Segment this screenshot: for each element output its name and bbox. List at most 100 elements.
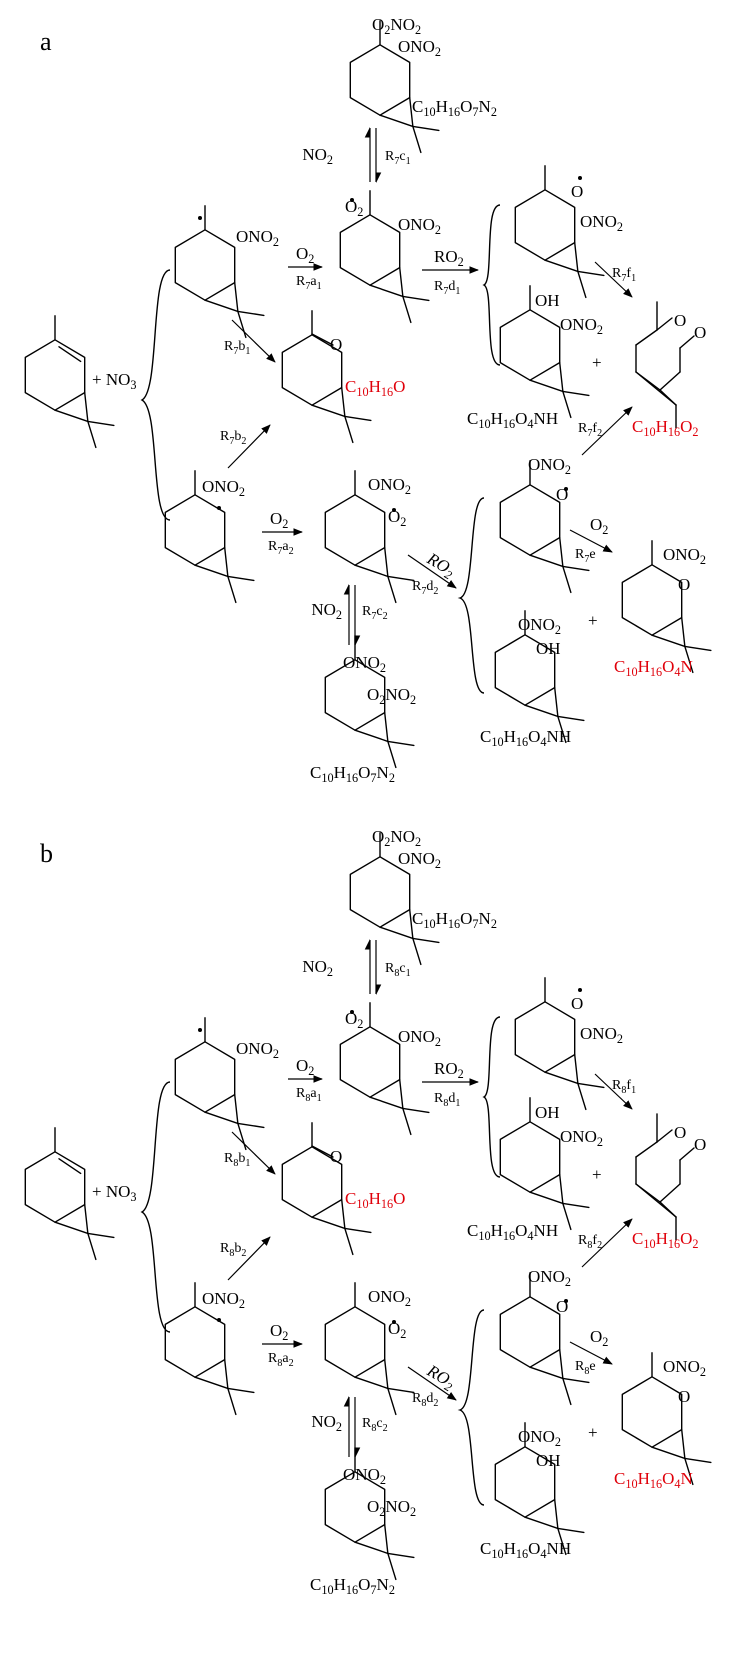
- radical-dot: [392, 508, 396, 512]
- cyclopropane-bond: [379, 114, 414, 128]
- nitrooxy-radical-upper: [174, 205, 265, 339]
- cyclopropane-bond: [399, 1078, 404, 1110]
- ono2-group: ONO2: [560, 1127, 603, 1149]
- cyclopropane-bond: [574, 1053, 579, 1085]
- dinitrate-top-structure: [349, 832, 440, 966]
- condition-no2: NO2: [302, 145, 333, 167]
- condition-label-c2: R8c2: [362, 1416, 388, 1434]
- radical-dot: [217, 506, 221, 510]
- formula-dinitrate-bottom: C10H16O7N2: [310, 763, 395, 785]
- condition-label-f2: R8f2: [578, 1233, 602, 1251]
- reactant-plus-no3: + NO3: [92, 1182, 137, 1204]
- cyclopropane-bond: [529, 1366, 564, 1380]
- ono2-group: ONO2: [560, 315, 603, 337]
- o-radical-group: O: [571, 182, 583, 201]
- ono2-group: ONO2: [368, 1287, 411, 1309]
- bond-line: [656, 1129, 673, 1143]
- gem-methyl-bond: [412, 937, 422, 966]
- double-bond: [58, 1158, 82, 1175]
- keto-aldehyde-structure: [635, 1113, 695, 1241]
- alkoxy-radical-lower: [499, 460, 590, 594]
- ring-bonds: [174, 1041, 236, 1113]
- gem-methyl-bond: [562, 565, 590, 572]
- condition-no2: NO2: [302, 957, 333, 979]
- plus-sign: +: [588, 1423, 598, 1442]
- condition-o2: O2: [590, 515, 608, 537]
- cyclopropane-bond: [574, 241, 579, 273]
- ring-bonds: [24, 1151, 86, 1223]
- aldehyde-o: O: [694, 323, 706, 342]
- ring-bonds: [499, 309, 561, 381]
- ring-bonds: [324, 494, 386, 566]
- ring-bonds: [164, 494, 226, 566]
- reactant-structure: [24, 1127, 115, 1261]
- cyclopropane-bond: [341, 1198, 346, 1230]
- reactant-plus-no3: + NO3: [92, 370, 137, 392]
- o-radical-group: O: [571, 994, 583, 1013]
- o2no2-group: O2NO2: [372, 827, 421, 849]
- condition-no2: NO2: [311, 600, 342, 622]
- condition-label-e: R8e: [575, 1359, 596, 1377]
- gem-methyl-bond: [412, 125, 422, 154]
- cyclopropane-bond: [233, 281, 239, 313]
- formula-dinitrate-top: C10H16O7N2: [412, 97, 497, 119]
- equilibrium-arrow-c2: [343, 583, 361, 647]
- gem-methyl-bond: [562, 390, 572, 419]
- gem-methyl-bond: [237, 1122, 247, 1151]
- gem-methyl-bond: [557, 1527, 585, 1534]
- condition-label-c2: R7c2: [362, 604, 388, 622]
- formula-hydroxy-nitrate-lower: C10H16O4NH: [480, 1539, 571, 1561]
- cyclopropane-bond: [311, 1216, 346, 1230]
- radical-dot: [350, 1010, 354, 1014]
- ono2-group: ONO2: [528, 1267, 571, 1289]
- gem-methyl-bond: [557, 715, 585, 722]
- oh-group: OH: [536, 639, 561, 658]
- branch-brace-d1: [482, 1016, 501, 1178]
- cyclopropane-bond: [194, 564, 229, 578]
- gem-methyl-bond: [684, 645, 712, 652]
- bond-line: [679, 1147, 695, 1161]
- bond-line: [311, 1145, 334, 1158]
- condition-label-c1: R7c1: [385, 149, 411, 167]
- arrow-f1: [594, 261, 633, 298]
- bond-line: [635, 1141, 658, 1158]
- ono2-group: ONO2: [528, 455, 571, 477]
- carbonyl-o: O: [674, 311, 686, 330]
- cyclopropane-bond: [384, 546, 389, 578]
- gem-methyl-bond: [577, 270, 605, 277]
- cyclopropane-bond: [341, 386, 346, 418]
- cyclopropane-bond: [204, 1111, 239, 1125]
- gem-methyl-bond: [344, 415, 372, 422]
- gem-methyl-bond: [562, 565, 572, 594]
- gem-methyl-bond: [562, 1202, 572, 1231]
- gem-methyl-bond: [87, 1232, 97, 1261]
- peroxy-radical-upper: [339, 1002, 430, 1136]
- radical-dot: [198, 216, 202, 220]
- cyclopropane-bond: [554, 1498, 559, 1530]
- o2-radical-group: O2: [388, 1319, 406, 1341]
- radical-dot: [564, 487, 568, 491]
- gem-methyl-bond: [344, 1227, 372, 1234]
- bond-line: [656, 317, 673, 331]
- cyclopropane-bond: [651, 1446, 686, 1460]
- cyclopropane-bond: [559, 1348, 564, 1380]
- gem-methyl-bond: [402, 1107, 430, 1114]
- gem-methyl-bond: [562, 1202, 590, 1209]
- cyclopropane-bond: [544, 1071, 579, 1085]
- ono2-group: ONO2: [518, 1427, 561, 1449]
- ono2-group: ONO2: [398, 849, 441, 871]
- condition-label-b1: R7b1: [224, 339, 250, 357]
- cyclopropane-bond: [559, 361, 564, 393]
- gem-methyl-bond: [402, 295, 412, 324]
- bond-line: [311, 333, 334, 346]
- arrow-b1: [231, 319, 276, 363]
- cyclopropane-bond: [559, 1173, 564, 1205]
- alkoxy-radical-lower: [499, 1272, 590, 1406]
- ono2-group: ONO2: [202, 1289, 245, 1311]
- cyclopropane-bond: [354, 1376, 389, 1390]
- formula-keto-nitrate: C10H16O4N: [614, 657, 693, 679]
- dinitrate-bottom-structure: [324, 1447, 415, 1581]
- hydroxy-nitrate-upper: [499, 1097, 590, 1231]
- cyclopropane-bond: [354, 564, 389, 578]
- bond-line: [635, 329, 658, 346]
